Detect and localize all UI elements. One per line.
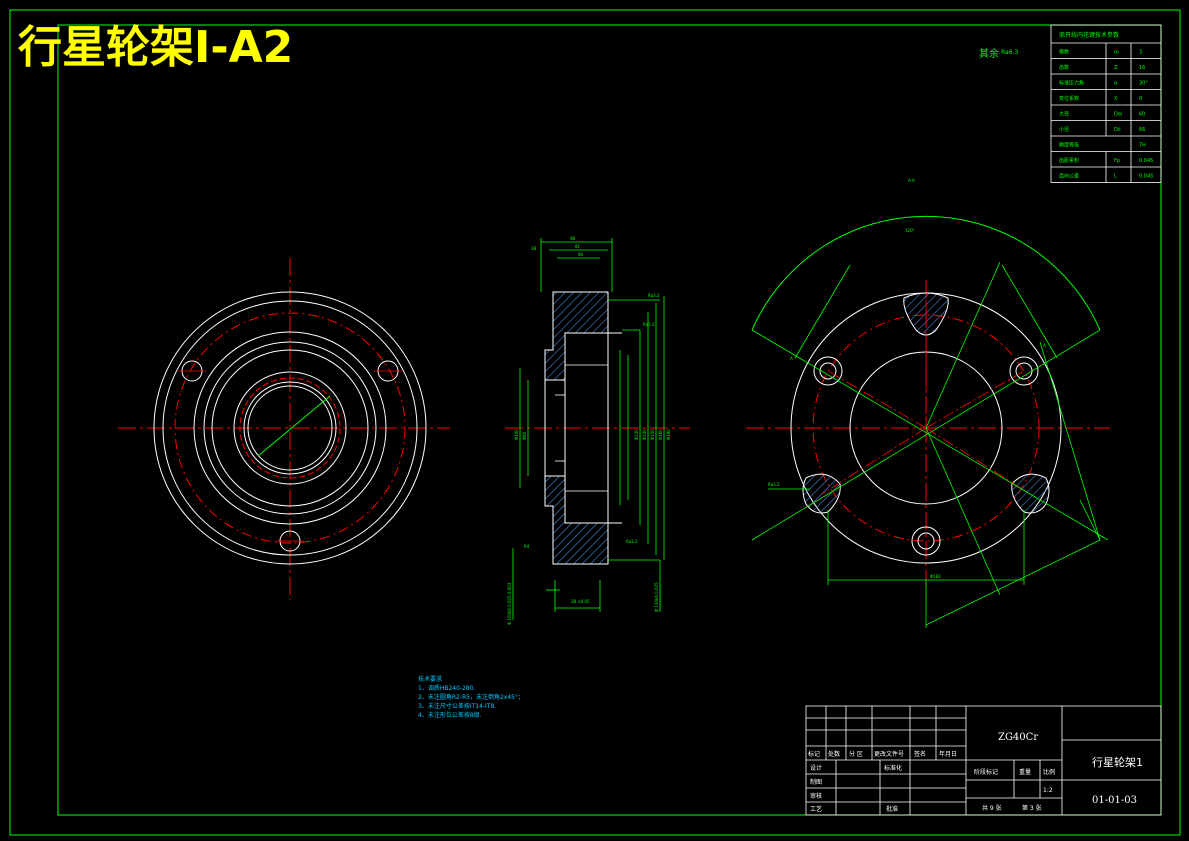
title-overlay: 行星轮架I-A2 xyxy=(18,22,293,73)
spline-table-cell: L xyxy=(1114,174,1117,180)
svg-text:Φ180: Φ180 xyxy=(666,429,671,440)
svg-text:Ra3.2: Ra3.2 xyxy=(768,482,780,487)
section-view: 98 81 66 38 Ra3.2 Ra3.2 Ra3.2 38 ±0.05 R… xyxy=(505,236,690,625)
svg-text:R4: R4 xyxy=(524,544,530,549)
tb-label-process: 工艺 xyxy=(810,805,822,813)
spline-table-cell: m xyxy=(1114,50,1119,56)
svg-text:Ra3.2: Ra3.2 xyxy=(648,293,660,298)
tech-requirement-4: 4、未注形位公差按8级. xyxy=(418,711,482,719)
spline-table-cell: Dei xyxy=(1114,112,1122,118)
spline-table-cell: 变位系数 xyxy=(1059,95,1079,102)
tb-label-approve: 批准 xyxy=(886,805,898,813)
spline-table-cell: 60 xyxy=(1139,112,1145,118)
tb-sheet-number: 第 3 张 xyxy=(1022,804,1042,812)
outer-frame xyxy=(9,9,1181,836)
svg-text:38 ±0.05: 38 ±0.05 xyxy=(571,599,590,604)
spline-table-cell: X xyxy=(1114,96,1118,102)
svg-text:Φ130: Φ130 xyxy=(634,429,639,440)
spline-table-cell: Dii xyxy=(1114,127,1121,133)
svg-text:Ra6.3: Ra6.3 xyxy=(1001,49,1018,56)
tb-sheet-total: 共 9 张 xyxy=(982,804,1002,812)
roughness-note: 其余 xyxy=(979,47,999,60)
spline-table-cell: Fp xyxy=(1114,158,1120,164)
spline-table-cell: 0.045 xyxy=(1139,158,1153,164)
svg-text:A: A xyxy=(790,356,793,361)
tb-label-stage-mark: 阶段标记 xyxy=(974,768,998,776)
right-view: 120° Φ182 Ra3.2 A A A-A xyxy=(746,178,1110,628)
spline-table-cell: 0.045 xyxy=(1139,174,1153,180)
tb-label-count: 处数 xyxy=(828,750,840,758)
spline-table-cell: 齿距累积 xyxy=(1059,157,1079,164)
svg-text:Ra3.2: Ra3.2 xyxy=(643,322,655,327)
tb-label-zone: 分 区 xyxy=(849,750,863,758)
svg-text:Φ100: Φ100 xyxy=(514,429,519,440)
section-hatch-upper xyxy=(544,291,609,381)
spline-table-title: 渐开线内花键技术参数 xyxy=(1059,31,1119,39)
svg-text:A: A xyxy=(1043,343,1046,348)
tech-requirements: 技术要求 1、调质HB240-280. 2、未注圆角R2-R5，未注倒角2x45… xyxy=(418,675,524,719)
spline-table-cell: 模数 xyxy=(1059,49,1069,56)
tb-label-design: 设计 xyxy=(810,764,822,772)
left-front-view xyxy=(118,258,450,600)
svg-text:81: 81 xyxy=(575,244,581,249)
spline-table-cell: 66 xyxy=(1139,127,1145,133)
svg-text:Φ 130k6 0.025: Φ 130k6 0.025 xyxy=(654,582,659,612)
spline-table-cell: 齿数 xyxy=(1059,64,1069,71)
tb-label-ratio: 比例 xyxy=(1043,768,1055,776)
tb-label-doc-no: 更改文件号 xyxy=(874,750,904,758)
title-block xyxy=(805,705,1162,816)
tb-label-weight: 重量 xyxy=(1019,768,1031,776)
section-hatch-lower xyxy=(544,475,609,565)
spline-table-cell: 齿向公差 xyxy=(1059,173,1079,180)
tb-material: ZG40Cr xyxy=(998,732,1038,743)
tb-drawing-number: 01-01-03 xyxy=(1092,795,1137,806)
svg-text:38: 38 xyxy=(531,246,537,251)
tb-label-date: 年月日 xyxy=(939,750,957,758)
svg-text:Φ182: Φ182 xyxy=(930,574,941,579)
spline-table-cell: 7H xyxy=(1139,143,1146,149)
tb-label-mark: 标记 xyxy=(808,750,820,758)
tb-label-drafting: 制图 xyxy=(810,778,822,786)
svg-text:Φ80: Φ80 xyxy=(522,431,527,440)
inner-frame xyxy=(57,24,1162,816)
svg-text:120°: 120° xyxy=(905,228,915,233)
spline-table-cell: 大径 xyxy=(1059,111,1069,118)
svg-text:98: 98 xyxy=(570,236,576,241)
tb-label-standardize: 标准化 xyxy=(884,764,902,772)
spline-table-cell: 16 xyxy=(1139,65,1145,71)
svg-text:Ra3.2: Ra3.2 xyxy=(626,539,638,544)
svg-text:Φ160: Φ160 xyxy=(658,429,663,440)
spline-table-cell: 3 xyxy=(1139,50,1142,56)
spline-table-cell: 精度等级 xyxy=(1059,142,1079,149)
spline-table-cell: 30° xyxy=(1139,81,1148,87)
svg-text:A-A: A-A xyxy=(908,178,915,183)
svg-text:Φ140: Φ140 xyxy=(642,429,647,440)
spline-table-cell: 标准压力角 xyxy=(1059,80,1084,87)
spline-table-cell: 小径 xyxy=(1059,126,1069,133)
tb-label-signature: 签名 xyxy=(914,750,926,758)
spline-table-cell: α xyxy=(1114,81,1118,87)
tb-scale: 1:2 xyxy=(1043,787,1053,794)
tb-label-review: 审核 xyxy=(810,792,822,800)
svg-text:66: 66 xyxy=(578,252,584,257)
tech-requirement-2: 2、未注圆角R2-R5，未注倒角2x45°； xyxy=(418,693,524,701)
tech-requirements-heading: 技术要求 xyxy=(418,675,442,683)
spline-table-cell: 0 xyxy=(1139,96,1142,102)
tech-requirement-3: 3、未注尺寸公差按IT14-IT8. xyxy=(418,702,496,710)
spline-table-cell: Z xyxy=(1114,65,1118,71)
tech-requirement-1: 1、调质HB240-280. xyxy=(418,684,476,692)
tb-part-name: 行星轮架1 xyxy=(1092,755,1143,769)
svg-text:Φ 100k6 0.025 0.003: Φ 100k6 0.025 0.003 xyxy=(507,582,512,625)
svg-text:Φ150: Φ150 xyxy=(650,429,655,440)
